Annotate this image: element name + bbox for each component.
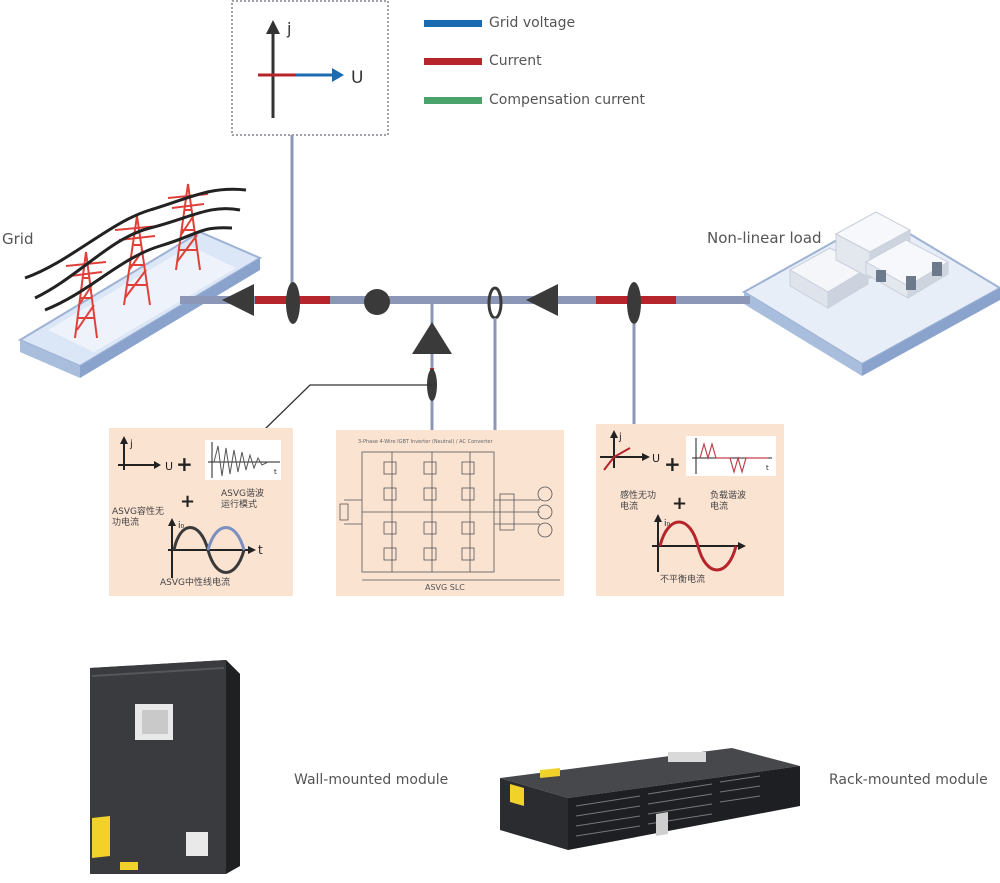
svg-text:i₀: i₀ [178,521,185,531]
ct-sensor-left-icon [286,282,300,324]
svg-text:t: t [258,543,263,557]
svg-text:负载谐波电流: 负载谐波电流 [710,489,746,512]
svg-text:U: U [652,452,660,465]
legend-item-grid-voltage: Grid voltage [424,15,575,31]
rack-module-image [500,748,800,850]
phasor-j-label: j [286,19,291,38]
compensation-arrow-up-icon [412,322,452,354]
legend-swatch-grid-voltage [424,19,482,27]
svg-text:U: U [165,460,173,473]
legend-swatch-compensation-current [424,96,482,104]
svg-text:不平衡电流: 不平衡电流 [660,573,705,585]
svg-text:+: + [176,452,193,476]
legend-label: Compensation current [489,92,645,108]
panel-right: j U + t + 感性无功电流 负载谐波电流 i₀ 不平衡电流 [596,424,784,596]
main-bus [180,282,750,324]
svg-text:ASVG中性线电流: ASVG中性线电流 [160,576,230,588]
svg-text:3-Phase 4-Wire IGBT Inverter (: 3-Phase 4-Wire IGBT Inverter (Neutral) /… [358,439,493,445]
panel-mid: 3-Phase 4-Wire IGBT Inverter (Neutral) /… [336,430,564,596]
wall-module-label: Wall-mounted module [294,772,448,788]
legend-label: Grid voltage [489,15,576,31]
svg-text:j: j [129,439,133,450]
legend-label: Current [489,53,542,69]
legend-item-compensation-current: Compensation current [424,92,645,108]
flow-arrow-left-icon [222,284,254,316]
rack-module-label: Rack-mounted module [829,772,988,788]
svg-text:i₀: i₀ [664,519,671,529]
legend-swatch-current [424,57,482,65]
svg-text:+: + [664,452,681,476]
svg-text:t: t [274,468,277,476]
load-illustration [742,211,1000,376]
flow-arrow-mid-icon [526,284,558,316]
wall-module-image [90,660,240,874]
phasor-u-label: U [351,68,363,88]
svg-text:t: t [766,464,769,472]
svg-text:ASVG谐波运行模式: ASVG谐波运行模式 [221,487,264,510]
svg-text:感性无功电流: 感性无功电流 [620,489,656,512]
vertical-drops [263,300,636,431]
svg-text:ASVG容性无功电流: ASVG容性无功电流 [112,505,164,528]
load-label: Non-linear load [707,229,822,247]
svg-text:j: j [618,432,622,443]
grid-illustration [17,183,263,378]
grid-label: Grid [2,230,33,248]
svg-text:+: + [672,493,687,514]
bus-node-icon [364,289,390,315]
svg-text:ASVG SLC: ASVG SLC [425,583,465,592]
panel-left: j U + t + ASVG容性无功电流 ASVG谐波运行模式 i₀ t ASV… [109,428,293,596]
svg-text:+: + [180,491,195,512]
legend-item-current: Current [424,53,542,69]
phasor-box: j U [231,0,389,136]
ct-sensor-right-icon [627,282,641,324]
